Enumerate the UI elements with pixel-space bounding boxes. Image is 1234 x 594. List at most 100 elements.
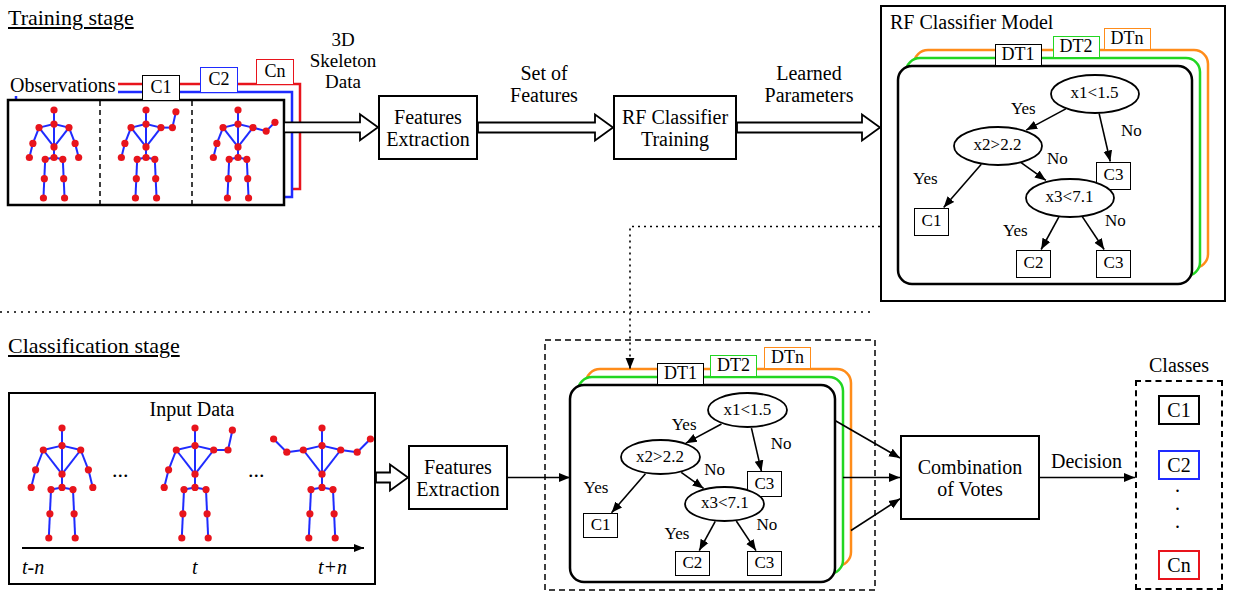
block-arrow — [737, 115, 880, 141]
skeleton-joint — [65, 124, 72, 131]
skeleton-joint — [50, 106, 57, 113]
skeleton-joint — [28, 484, 35, 491]
skeleton-joint — [26, 154, 33, 161]
arrow-connector — [1082, 217, 1104, 250]
skeleton-figure — [26, 106, 82, 201]
skeleton-joint — [318, 484, 325, 491]
ellipsis: ... — [112, 458, 129, 482]
leaf-class-box: C2 — [675, 551, 710, 576]
arrow-connector — [736, 521, 756, 551]
skeleton-joint — [229, 427, 236, 434]
skeleton-bone — [74, 514, 75, 538]
skeleton-joint — [305, 534, 312, 541]
node-label: C3 — [754, 554, 774, 573]
skeleton-joint — [245, 194, 252, 201]
skeleton-joint — [243, 156, 250, 163]
skeleton-bone — [238, 128, 253, 147]
stacked-frame — [8, 100, 284, 205]
skeleton-joint — [283, 449, 290, 456]
node-label: C1 — [150, 78, 171, 98]
node-label: RF Classifier Training — [621, 106, 729, 150]
edge-label: Learned Parameters — [757, 62, 861, 106]
skeleton-joint — [42, 156, 49, 163]
skeleton-joint — [46, 510, 53, 517]
stage-separator — [0, 311, 872, 313]
decision-tree-card: DT1x1<1.5x2>2.2C3C1x3<7.1C2C3 — [898, 66, 1192, 284]
skeleton-joint — [219, 124, 226, 131]
skeleton-bone — [49, 514, 50, 538]
arrow-connector — [1040, 477, 1135, 479]
node-label: C3 — [754, 475, 774, 494]
node-label: x2>2.2 — [636, 448, 684, 467]
node-label: C3 — [1104, 166, 1124, 185]
edge-label: Yes — [1010, 100, 1037, 119]
skeleton-joint — [59, 156, 66, 163]
skeleton-figure — [270, 424, 374, 541]
node-label: x2>2.2 — [974, 136, 1022, 155]
skeleton-bone — [309, 514, 310, 538]
class-box: C1 — [1158, 395, 1200, 425]
skeleton-joint — [318, 471, 325, 478]
stacked-frame — [570, 385, 835, 582]
skeleton-joint — [270, 435, 277, 442]
skeleton-bone — [194, 446, 196, 475]
node-label: x1<1.5 — [723, 401, 771, 420]
skeleton-bone — [50, 490, 51, 514]
panel-heading: Classes — [1137, 354, 1221, 376]
skeleton-joint — [213, 140, 220, 147]
skeleton-bone — [322, 450, 341, 474]
class-box: Cn — [1158, 550, 1200, 580]
skeleton-bone — [62, 450, 81, 474]
leaf-class-box: C1 — [583, 513, 618, 538]
skeleton-bone — [195, 450, 214, 474]
edge-label: Yes — [912, 170, 939, 189]
skeleton-bone — [73, 490, 74, 514]
skeleton-joint — [153, 194, 160, 201]
skeleton-joint — [50, 143, 57, 150]
arrow-connector — [1021, 163, 1046, 181]
observation-frame: Observations — [8, 100, 284, 205]
skeleton-bone — [321, 446, 323, 475]
skeleton-joint — [172, 108, 179, 115]
class-tab: Cn — [256, 59, 294, 86]
skeleton-figure — [210, 106, 279, 201]
skeleton-joint — [249, 124, 256, 131]
ellipsis-dot: . — [1175, 512, 1180, 530]
time-label: t-n — [22, 556, 44, 578]
skeleton-bone — [333, 490, 334, 514]
arrow-connector — [681, 472, 703, 488]
node-label: Features Extraction — [386, 106, 470, 150]
decision-ellipse: x2>2.2 — [953, 126, 1043, 166]
skeleton-bone — [54, 128, 69, 147]
arrow-connector — [686, 424, 722, 443]
skeleton-joint — [142, 106, 149, 113]
input-panel: Input Data — [8, 392, 376, 585]
skeleton-joint — [180, 486, 187, 493]
node-label: C3 — [1104, 254, 1124, 273]
node-label: x3<7.1 — [1046, 188, 1094, 207]
class-tab: C2 — [200, 67, 238, 94]
node-label: C1 — [922, 212, 942, 231]
panel-divider — [191, 101, 193, 204]
process-box: Combination of Votes — [900, 435, 1040, 520]
skeleton-joint — [152, 175, 159, 182]
decision-ellipse: x1<1.5 — [1050, 74, 1140, 114]
arrow-connector — [612, 474, 646, 513]
edge-label: Set of Features — [500, 62, 588, 106]
skeleton-joint — [161, 484, 168, 491]
edge-label: No — [755, 516, 778, 535]
skeleton-joint — [179, 510, 186, 517]
skeleton-bone — [206, 490, 207, 514]
model-panel: RF Classifier ModelDT1x1<1.5x2>2.2C3C1x3… — [880, 5, 1226, 302]
skeleton-joint — [210, 154, 217, 161]
skeleton-joint — [58, 442, 65, 449]
process-box: Features Extraction — [408, 445, 508, 510]
decision-ellipse: x3<7.1 — [1025, 178, 1115, 218]
skeleton-joint — [332, 534, 339, 541]
edge-label: Yes — [583, 479, 610, 498]
edge-label: Decision — [1050, 450, 1123, 472]
skeleton-bone — [61, 446, 63, 475]
skeleton-joint — [204, 510, 211, 517]
